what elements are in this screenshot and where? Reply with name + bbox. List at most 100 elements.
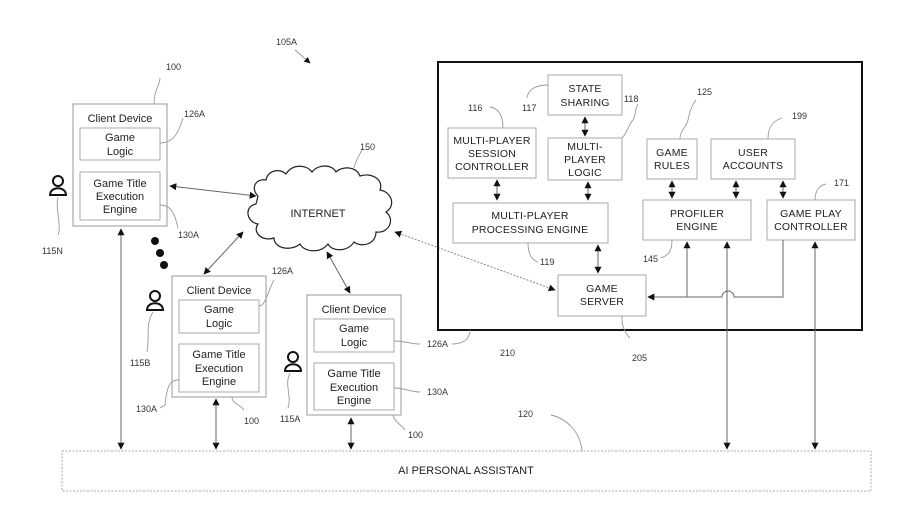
user-icon bbox=[48, 175, 68, 196]
game-play-controller-box bbox=[766, 199, 856, 241]
lead-126a-a bbox=[159, 117, 184, 144]
session-controller-line1: MULTI-PLAYER bbox=[453, 135, 530, 147]
figure-ref: 105A bbox=[276, 37, 311, 64]
user-ref-115a: 115A bbox=[280, 414, 300, 424]
internet-cloud: INTERNET 150 bbox=[247, 142, 393, 252]
player-logic-line1: MULTI- bbox=[567, 141, 603, 153]
profiler-engine-box bbox=[642, 199, 752, 241]
user-ref-115b: 115B bbox=[130, 358, 150, 368]
lead-171 bbox=[814, 183, 827, 201]
state-sharing-box bbox=[547, 74, 623, 116]
dot-1 bbox=[151, 237, 159, 245]
lead-150 bbox=[353, 149, 363, 169]
client-1-ref-engine: 130A bbox=[178, 230, 199, 240]
client-1-engine-line2: Execution bbox=[96, 191, 144, 203]
game-play-controller-line2: CONTROLLER bbox=[774, 221, 848, 233]
client-device-3-title: Client Device bbox=[322, 304, 387, 316]
client-3-ref-engine: 130A bbox=[427, 387, 448, 397]
server-system-border bbox=[437, 61, 863, 331]
client-3-ref-device: 100 bbox=[408, 430, 423, 440]
lead-130a-a bbox=[159, 204, 179, 229]
internet-label: INTERNET bbox=[291, 208, 346, 220]
client-3-game-logic bbox=[313, 318, 395, 353]
client-device-1-title: Client Device bbox=[88, 113, 153, 125]
game-server-box bbox=[557, 274, 647, 317]
client-3-engine-line2: Execution bbox=[330, 382, 378, 394]
game-play-controller-ref: 171 bbox=[834, 178, 849, 188]
assistant-links bbox=[117, 228, 819, 450]
dot-3 bbox=[160, 261, 168, 269]
lead-130a-b bbox=[159, 379, 180, 409]
processing-engine-line2: PROCESSING ENGINE bbox=[472, 224, 589, 236]
processing-engine-ref: 119 bbox=[540, 257, 554, 267]
dot-2 bbox=[156, 249, 164, 257]
player-logic-line2: PLAYER bbox=[564, 154, 606, 166]
figure-ref-label: 105A bbox=[276, 37, 297, 47]
game-server-line1: GAME bbox=[586, 283, 618, 295]
player-logic-box bbox=[547, 137, 623, 181]
lead-199 bbox=[767, 117, 783, 140]
profiler-engine-line2: ENGINE bbox=[676, 221, 717, 233]
client-2-ref-engine: 130A bbox=[136, 404, 157, 414]
client-2-game-logic-line2: Logic bbox=[206, 318, 233, 330]
lead-126a-b bbox=[258, 279, 275, 307]
lead-125 bbox=[679, 99, 697, 140]
state-sharing-ref: 117 bbox=[522, 103, 536, 113]
client-device-3: Client Device Game Logic Game Title Exec… bbox=[306, 294, 448, 440]
client-2-engine-line1: Game Title bbox=[192, 349, 245, 361]
state-sharing-line1: STATE bbox=[568, 83, 601, 95]
client-device-1: Client Device Game Logic Game Title Exec… bbox=[72, 62, 205, 240]
lead-130a-c bbox=[393, 387, 421, 393]
user-115n: 115N bbox=[42, 175, 68, 256]
lead-117 bbox=[526, 84, 549, 99]
figure-ref-arrow bbox=[294, 49, 311, 64]
client-3-engine-line1: Game Title bbox=[327, 368, 380, 380]
server-system: 210 STATE SHARING 117 MULTI-PLAYER SESSI… bbox=[437, 61, 863, 363]
user-ref-115n: 115N bbox=[42, 246, 63, 256]
processing-engine-line1: MULTI-PLAYER bbox=[491, 210, 568, 222]
lead-115n bbox=[56, 196, 60, 236]
lead-210 bbox=[451, 329, 471, 345]
user-accounts-ref: 199 bbox=[792, 111, 807, 121]
assistant-label: AI PERSONAL ASSISTANT bbox=[398, 465, 534, 477]
game-server-ref: 205 bbox=[632, 353, 647, 363]
client-1-ref-logic: 126A bbox=[184, 109, 205, 119]
more-clients-dots bbox=[151, 237, 168, 269]
link-client3-internet bbox=[326, 251, 351, 294]
client-2-game-logic-line1: Game bbox=[204, 304, 234, 316]
lead-118 bbox=[621, 103, 639, 139]
client-2-engine-line3: Engine bbox=[202, 376, 236, 388]
lead-205 bbox=[621, 315, 631, 339]
link-client2-internet bbox=[203, 231, 244, 275]
client-1-execution-engine bbox=[79, 171, 161, 221]
lead-126a-c bbox=[393, 340, 421, 345]
client-2-ref-device: 100 bbox=[244, 416, 259, 426]
lead-100-c bbox=[392, 414, 406, 431]
client-1-engine-line1: Game Title bbox=[93, 178, 146, 190]
lead-115a bbox=[287, 372, 291, 409]
player-logic-line3: LOGIC bbox=[568, 167, 602, 179]
link-bus-gameplay bbox=[648, 240, 784, 298]
user-115b: 115B bbox=[130, 290, 165, 368]
link-internet-game-server bbox=[394, 230, 556, 292]
lead-119 bbox=[527, 242, 539, 263]
game-server-line2: SERVER bbox=[580, 296, 624, 308]
session-controller-line3: CONTROLLER bbox=[455, 161, 529, 173]
user-icon bbox=[283, 351, 303, 372]
state-sharing-line2: SHARING bbox=[560, 97, 609, 109]
player-logic-ref: 118 bbox=[624, 94, 638, 104]
user-icon bbox=[145, 290, 165, 311]
client-2-execution-engine bbox=[178, 343, 260, 393]
user-accounts-line1: USER bbox=[738, 147, 768, 159]
profiler-engine-line1: PROFILER bbox=[670, 208, 724, 220]
internet-ref: 150 bbox=[360, 142, 375, 152]
user-115a: 115A bbox=[280, 351, 303, 424]
user-accounts-box bbox=[710, 138, 796, 180]
profiler-engine-ref: 145 bbox=[643, 254, 658, 264]
game-rules-ref: 125 bbox=[697, 87, 712, 97]
ai-personal-assistant: AI PERSONAL ASSISTANT 120 bbox=[61, 409, 872, 492]
client-2-ref-logic: 126A bbox=[272, 266, 293, 276]
processing-engine-box bbox=[452, 202, 609, 244]
client-device-2-title: Client Device bbox=[187, 285, 252, 297]
